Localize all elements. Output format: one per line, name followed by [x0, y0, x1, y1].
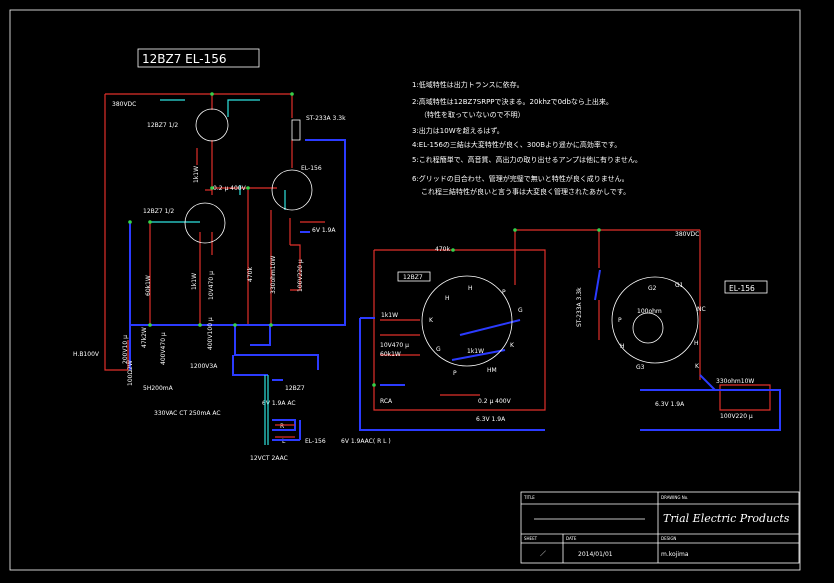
pin-g1-el: G1: [675, 282, 684, 289]
label-v1a: 12BZ7 1/2: [147, 122, 178, 129]
label-choke: 5H200mA: [143, 385, 174, 392]
label-diode: 1200V3A: [190, 363, 218, 370]
output-transformer: [291, 119, 301, 141]
pin-k2: K: [510, 342, 515, 349]
label-heater-right: 6.3V 1.9A: [655, 401, 685, 408]
label-12bz7: 12BZ7: [403, 274, 423, 281]
label-1k1w-sock: 1k1W: [381, 312, 398, 319]
tb-label-design: DESIGN: [661, 536, 676, 541]
label-r1k1w: 1k1W: [193, 166, 200, 183]
label-10v470: 10V470 μ: [208, 271, 215, 300]
label-box-el156: [724, 280, 768, 294]
label-box-12bz7: [397, 271, 431, 282]
label-400v100: 400V100 μ: [207, 317, 214, 350]
pin-k1: K: [429, 317, 434, 324]
pin-g1: G: [436, 346, 441, 353]
label-330ohm-sock: 330ohm10W: [716, 378, 754, 385]
sheet-border: [9, 9, 801, 571]
notes-block: 1:低域特性は出力トランスに依存。 2:高域特性は12BZ7SRPPで決まる。2…: [412, 80, 642, 196]
label-200v10: 200V10 μ: [122, 335, 129, 364]
tube-v1a: [195, 108, 229, 142]
label-b-plus: 380VDC: [112, 101, 136, 108]
pin-hm: HM: [487, 367, 497, 374]
tb-label-drawing: DRAWING No.: [661, 495, 688, 500]
label-400v470: 400V470 μ: [160, 332, 167, 365]
pin-h2: H: [468, 285, 473, 292]
tube-v1b: [184, 202, 226, 244]
schematic-title: 12BZ7 EL-156: [142, 52, 226, 66]
label-470k: 470k: [247, 267, 254, 282]
pin-h1: H: [445, 295, 450, 302]
pin-h-el-l: H: [620, 343, 625, 350]
label-heater-6v-rl: 6V 1.9AAC( R L ): [341, 438, 391, 445]
label-heater-l: L: [282, 438, 286, 445]
note-1: 1:低域特性は出力トランスに依存。: [412, 80, 524, 89]
label-100v220: 100V220 μ: [297, 259, 304, 292]
socket-12bz7: [421, 275, 513, 367]
amplifier-schematic: 12BZ7 1/2 12BZ7 1/2 EL-156 380VDC ST-233…: [73, 93, 391, 462]
label-330ohm: 330ohm10W: [270, 256, 277, 294]
tb-date: 2014/01/01: [578, 551, 613, 558]
pin-g2: G: [518, 307, 523, 314]
label-heater-el156: EL-156: [305, 438, 326, 445]
label-b-plus-sock: 380VDC: [675, 231, 699, 238]
label-v2: EL-156: [301, 165, 322, 172]
label-rca: RCA: [380, 398, 393, 405]
pin-1k1w: 1k1W: [467, 348, 484, 355]
tb-label-title: TITLE: [523, 495, 535, 500]
label-heater-12bz7: 12BZ7: [285, 385, 305, 392]
pin-g2-el: G2: [648, 285, 657, 292]
label-10v470-sock: 10V470 μ: [380, 342, 409, 349]
tb-label-date: DATE: [566, 536, 577, 541]
socket-diagram: 12BZ7 EL-156 380VDC 470k 1k1W 10V470 μ 6…: [359, 229, 781, 431]
tb-designer: m.kojima: [661, 551, 689, 558]
label-100v220-sock: 100V220 μ: [720, 413, 753, 420]
label-heater-12vct: 12VCT 2AAC: [250, 455, 288, 462]
label-v1b: 12BZ7 1/2: [143, 208, 174, 215]
label-trans-sock: ST-233A 3.3k: [576, 287, 583, 327]
label-1k1w-b: 1k1W: [191, 273, 198, 290]
label-coupling: 0.2 μ 400V: [213, 185, 247, 192]
label-pt: 330VAC CT 250mA AC: [154, 410, 221, 417]
junction-dots: [128, 92, 601, 387]
pin-p1: P: [453, 370, 457, 377]
label-100w: 100Ω2W: [127, 360, 134, 386]
note-5: 5:これ程簡単で、高音質、高出力の取り出せるアンプは他に有りません。: [412, 155, 642, 164]
pin-g3-el: G3: [636, 364, 645, 371]
title-block: TITLE DRAWING No. Trial Electric Product…: [520, 491, 800, 564]
socket-el156: [611, 276, 699, 364]
tb-label-sheet: SHEET: [524, 536, 538, 541]
pin-nc-el: NC: [697, 306, 706, 313]
note-2b: （特性を取っていないので不明）: [420, 110, 525, 119]
label-el156: EL-156: [729, 284, 755, 293]
pin-p-el: P: [618, 317, 622, 324]
label-heater-6v: 6V 1.9A AC: [262, 400, 296, 407]
note-6: 6:グリッドの目合わせ、管理が完璧で無いと特性が良く成りません。: [412, 174, 629, 183]
tb-sheet: ／: [540, 551, 546, 558]
note-4: 4:EL-156の三結は大変特性が良く、300Bより遥かに高効率です。: [412, 140, 621, 149]
label-100ohm: 100ohm: [637, 308, 662, 315]
label-trans: ST-233A 3.3k: [306, 115, 346, 122]
tb-company: Trial Electric Products: [663, 512, 790, 525]
note-2: 2:高域特性は12BZ7SRPPで決まる。20khzで0dbなら上出来。: [412, 97, 613, 106]
title-box: [137, 48, 260, 68]
pin-p2: P: [502, 289, 506, 296]
label-heater-r: R: [280, 423, 284, 430]
label-470k-sock: 470k: [435, 246, 450, 253]
label-c02: 0.2 μ 400V: [478, 398, 512, 405]
label-el-6v: 6V 1.9A: [312, 227, 336, 234]
label-60k1w: 60k1W: [145, 275, 152, 296]
label-hb: H.B100V: [73, 351, 100, 358]
label-60k1w-sock: 60k1W: [380, 351, 401, 358]
label-heater-left: 6.3V 1.9A: [476, 416, 506, 423]
pin-k-el: K: [695, 363, 700, 370]
socket-el156-key: [632, 312, 664, 344]
note-6b: これ程三結特性が良いと言う事は大変良く管理されたあかしです。: [421, 187, 630, 196]
label-47k2w: 47k2W: [141, 327, 148, 348]
note-3: 3:出力は10Wを超えるはず。: [412, 126, 504, 135]
tube-v2: [271, 169, 313, 211]
pin-h-el-r: H: [694, 340, 699, 347]
